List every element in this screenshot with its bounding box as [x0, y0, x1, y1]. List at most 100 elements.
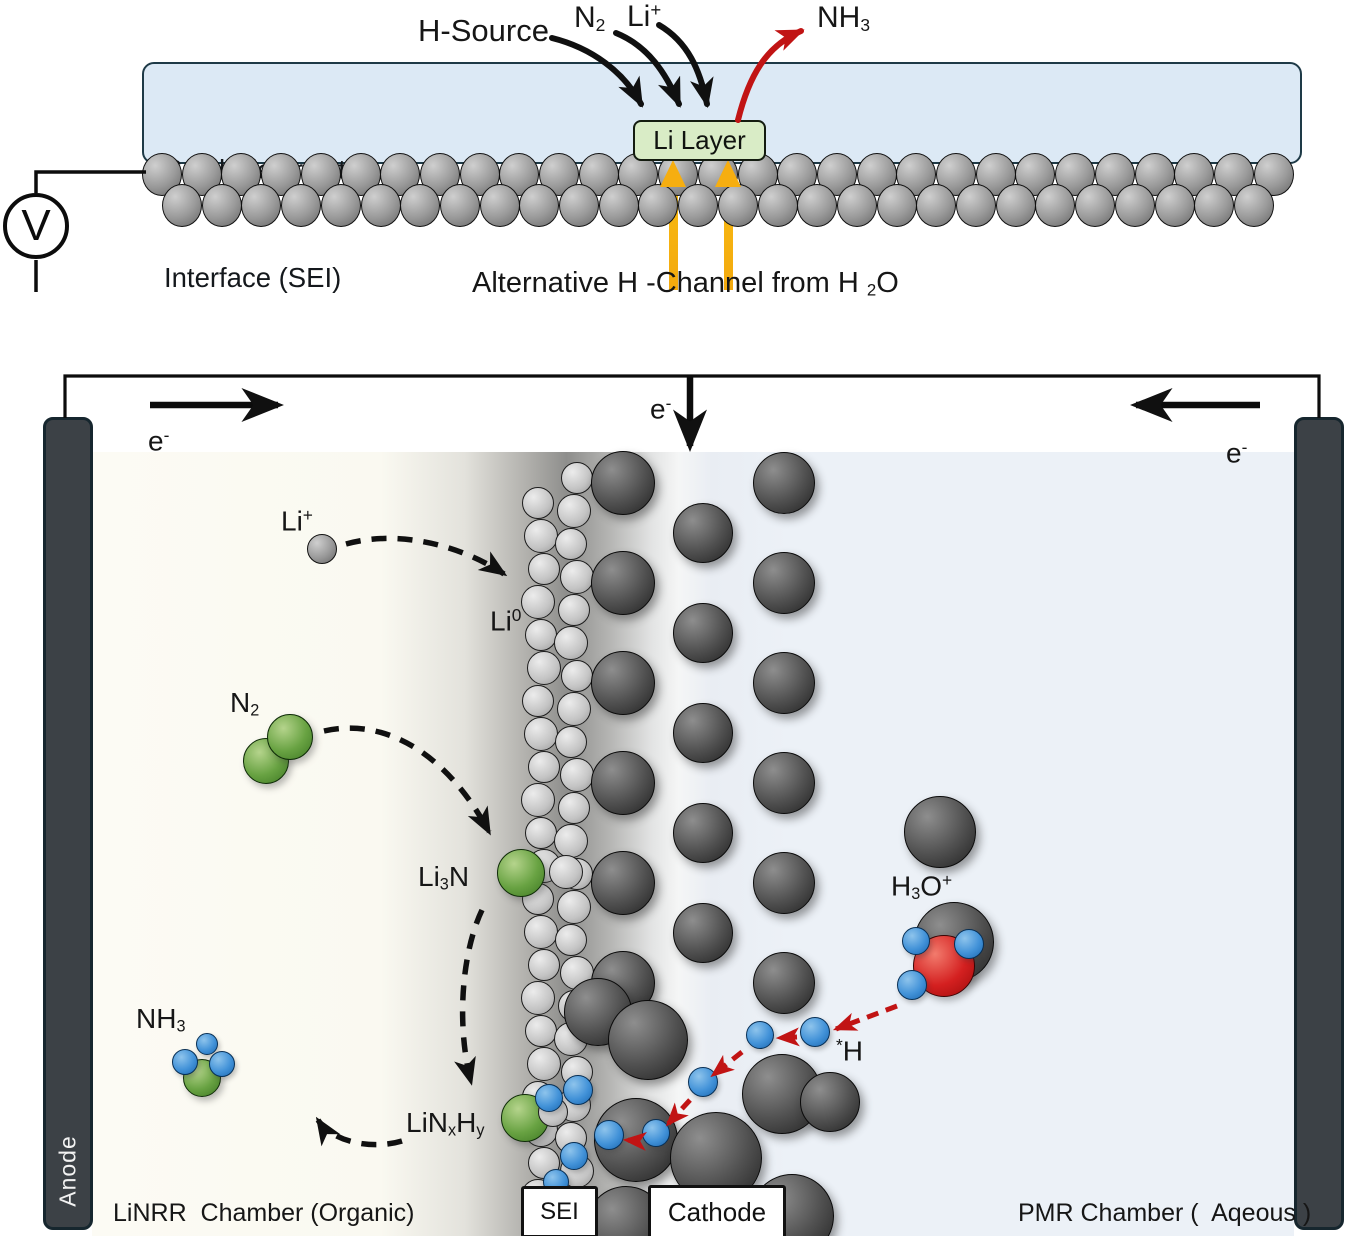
- electrode-particle: [439, 184, 480, 227]
- electrode-particle: [995, 184, 1036, 227]
- li-layer-label: Li Layer: [653, 125, 746, 155]
- organic-chamber-label: LiNRR Chamber (Organic): [113, 1199, 415, 1227]
- cathode-tag-box: Cathode: [648, 1185, 786, 1236]
- sei-particle: [521, 585, 555, 619]
- cathode-particle: [673, 903, 733, 963]
- sei-particle: [555, 924, 587, 956]
- electrode-particle: [757, 184, 798, 227]
- electrode-particle: [797, 184, 838, 227]
- electrode-particle: [678, 184, 719, 227]
- sei-particle: [525, 817, 557, 849]
- cathode-tag-label: Cathode: [667, 1196, 767, 1227]
- cathode-particle: [753, 552, 815, 614]
- electrode-particle: [598, 184, 639, 227]
- yellow-arrowhead-icon: [660, 160, 686, 187]
- h-source-label: H-Source: [418, 13, 549, 48]
- electron-label-left: e-: [148, 425, 170, 457]
- electrode-particle: [1114, 184, 1155, 227]
- electrode-particle: [1154, 184, 1195, 227]
- sei-particle: [549, 855, 583, 889]
- hydrogen-atom: [535, 1084, 563, 1112]
- cathode-particle: [800, 1072, 860, 1132]
- sei-particle: [555, 528, 587, 560]
- nh3-label-top: NH3: [817, 1, 871, 35]
- yellow-arrow-stem: [723, 172, 733, 290]
- hydrogen-atom: [560, 1142, 588, 1170]
- electrode-particle: [836, 184, 877, 227]
- sei-particle: [554, 626, 588, 660]
- sei-particle: [561, 660, 593, 692]
- cathode-particle: [608, 1000, 688, 1080]
- h3o-label: H3O+: [891, 870, 953, 904]
- cathode-particle: [591, 651, 655, 715]
- hydrogen-atom: [746, 1021, 774, 1049]
- sei-particle: [560, 560, 594, 594]
- electrode-particle: [162, 184, 202, 227]
- n2-label: N2: [230, 687, 260, 720]
- cathode-particle: [673, 503, 733, 563]
- electrode-particle: [559, 184, 599, 227]
- sei-tag-box: SEI: [521, 1186, 598, 1236]
- sei-particle: [521, 981, 555, 1015]
- electrode-particle: [281, 184, 322, 227]
- electrode-particle: [916, 184, 957, 227]
- n2-label-top: N2: [574, 1, 606, 35]
- cathode-particle: [591, 751, 655, 815]
- electrode-particle: [400, 184, 441, 227]
- electrode-particle: [717, 184, 758, 227]
- voltmeter-v: V: [21, 201, 51, 250]
- sei-particle: [554, 824, 588, 858]
- anode-label: Anode: [54, 1134, 81, 1207]
- sei-particle: [558, 594, 590, 626]
- cathode-particle: [753, 952, 815, 1014]
- electrode-particle: [956, 184, 996, 227]
- electrode-particle: [1233, 184, 1274, 227]
- electrode-particle: [519, 184, 560, 227]
- hydrogen-atom: [954, 929, 984, 959]
- cathode-electrode-bar: [1294, 417, 1344, 1230]
- sei-particle: [524, 519, 558, 553]
- cathode-particle: [673, 703, 733, 763]
- cathode-particle: [673, 603, 733, 663]
- cathode-particle: [591, 451, 655, 515]
- sei-particle: [557, 890, 591, 924]
- li-ion-particle: [307, 534, 337, 564]
- adsorbed-h-label: *H: [836, 1035, 863, 1067]
- sei-particle: [528, 949, 560, 981]
- electrode-particle: [241, 184, 282, 227]
- sei-particle: [558, 792, 590, 824]
- sei-particle: [521, 783, 555, 817]
- electron-label-middle: e-: [650, 393, 672, 425]
- circuit-wire: [63, 374, 1321, 418]
- nh3-label: NH3: [136, 1003, 186, 1036]
- sei-particle: [527, 651, 561, 685]
- sei-particle: [522, 685, 554, 717]
- cathode-particle: [753, 852, 815, 914]
- anode-electrode: Anode: [43, 417, 93, 1230]
- electrode-particle: [320, 184, 361, 227]
- voltmeter: V: [3, 193, 69, 259]
- yellow-arrowhead-icon: [715, 160, 741, 187]
- cathode-particle: [753, 452, 815, 514]
- hydrogen-atom: [902, 927, 930, 955]
- electron-label-right: e-: [1226, 437, 1248, 469]
- electrode-particle: [479, 184, 520, 227]
- cathode-particle: [753, 752, 815, 814]
- electrode-particle: [876, 184, 917, 227]
- hydrogen-atom: [897, 970, 927, 1000]
- sei-particle: [560, 758, 594, 792]
- hydrogen-atom: [642, 1119, 670, 1147]
- sei-particle: [525, 619, 557, 651]
- electrode-particle: [1035, 184, 1076, 227]
- aqueous-chamber-label: PMR Chamber ( Aqeous ): [1018, 1199, 1312, 1227]
- hydrogen-atom: [196, 1033, 218, 1055]
- cathode-particle: [591, 851, 655, 915]
- li-ion-label: Li+: [281, 505, 313, 537]
- electrode-particle: [1194, 184, 1235, 227]
- alt-h-channel-label: Alternative H -Channel from H 2O: [472, 267, 899, 300]
- electrode-particle: [638, 184, 679, 227]
- sei-particle: [557, 692, 591, 726]
- li-layer-box: Li Layer: [633, 120, 766, 161]
- sei-tag-label: SEI: [540, 1198, 579, 1225]
- sei-particle: [561, 462, 593, 494]
